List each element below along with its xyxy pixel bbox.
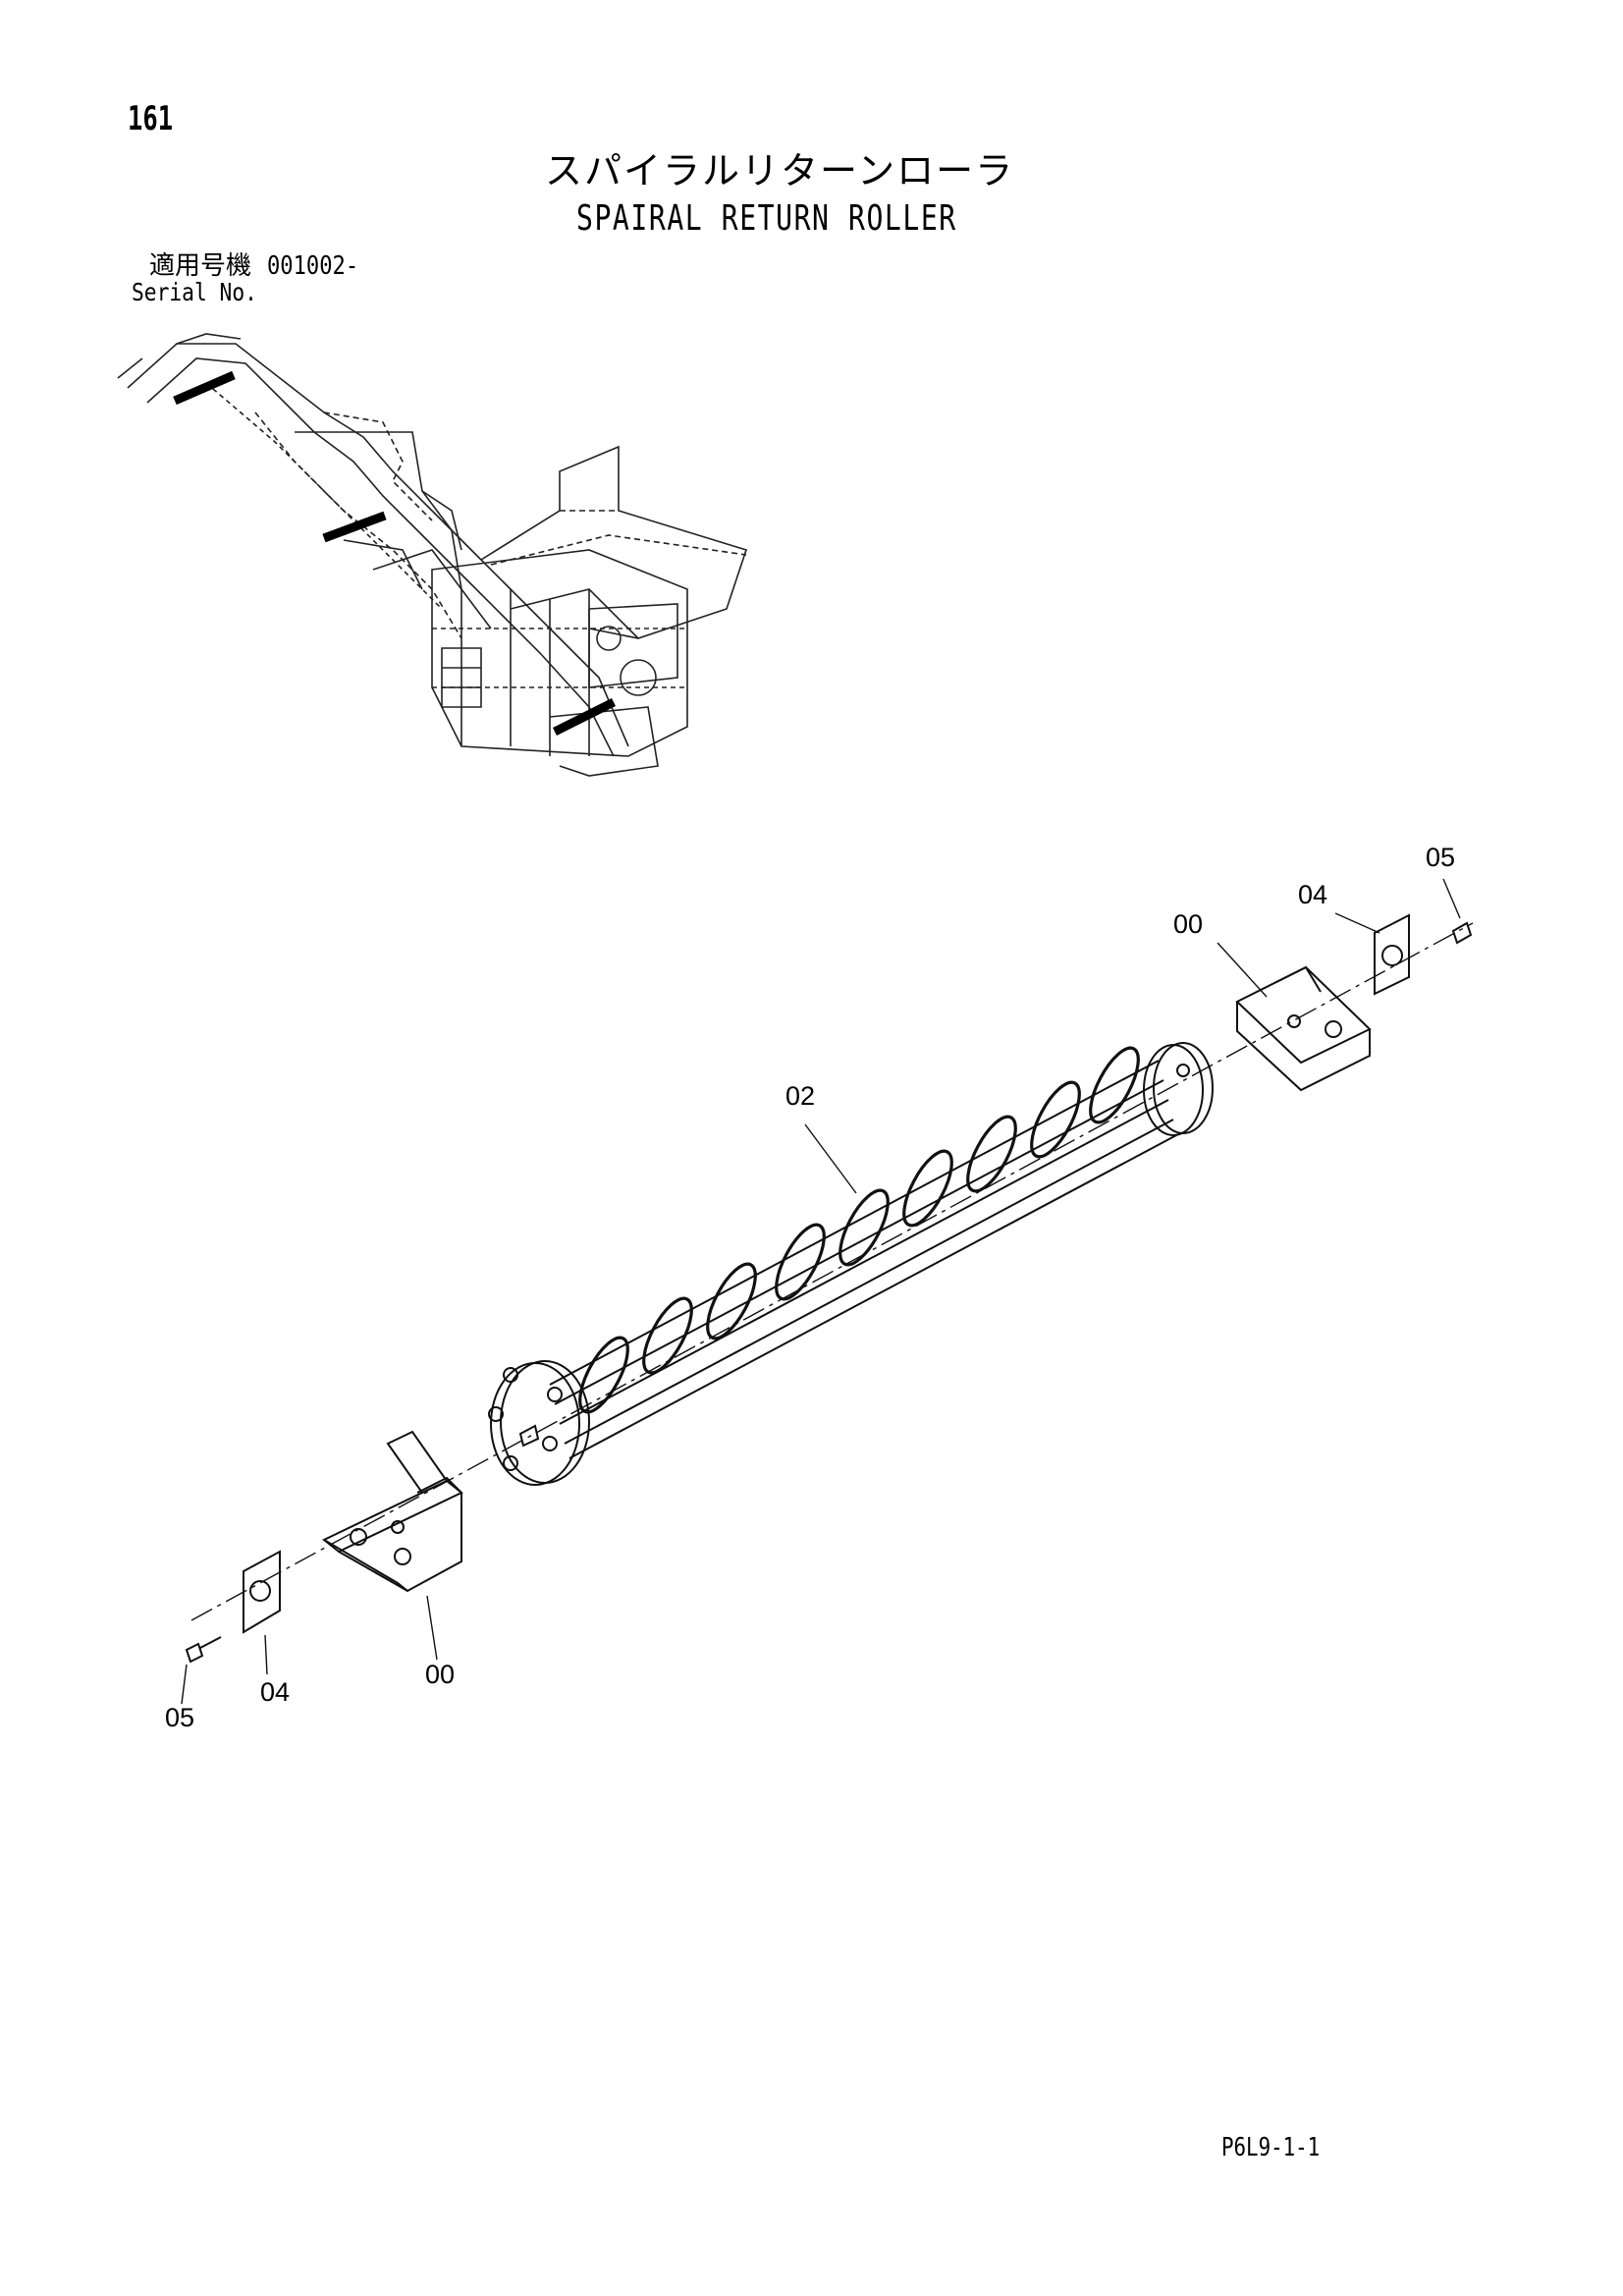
serial-label-english: Serial No.	[132, 278, 257, 306]
serial-number-value: 001002-	[267, 251, 359, 281]
page-number: 161	[128, 99, 174, 138]
callout-bottom-bracket: 00	[425, 1660, 456, 1689]
serial-label-japanese: 適用号機	[149, 251, 252, 281]
callout-top-plate: 04	[1298, 880, 1328, 909]
title-english: SPAIRAL RETURN ROLLER	[576, 198, 957, 239]
callout-bottom-bolt: 05	[165, 1703, 195, 1732]
callout-roller: 02	[785, 1081, 816, 1111]
callout-top-bolt: 05	[1426, 843, 1456, 872]
footer-page-code: P6L9-1-1	[1221, 2133, 1321, 2162]
callout-bottom-plate: 04	[260, 1677, 291, 1707]
title-japanese: スパイラルリターンローラ	[545, 149, 1015, 192]
callout-top-bracket: 00	[1173, 909, 1204, 939]
